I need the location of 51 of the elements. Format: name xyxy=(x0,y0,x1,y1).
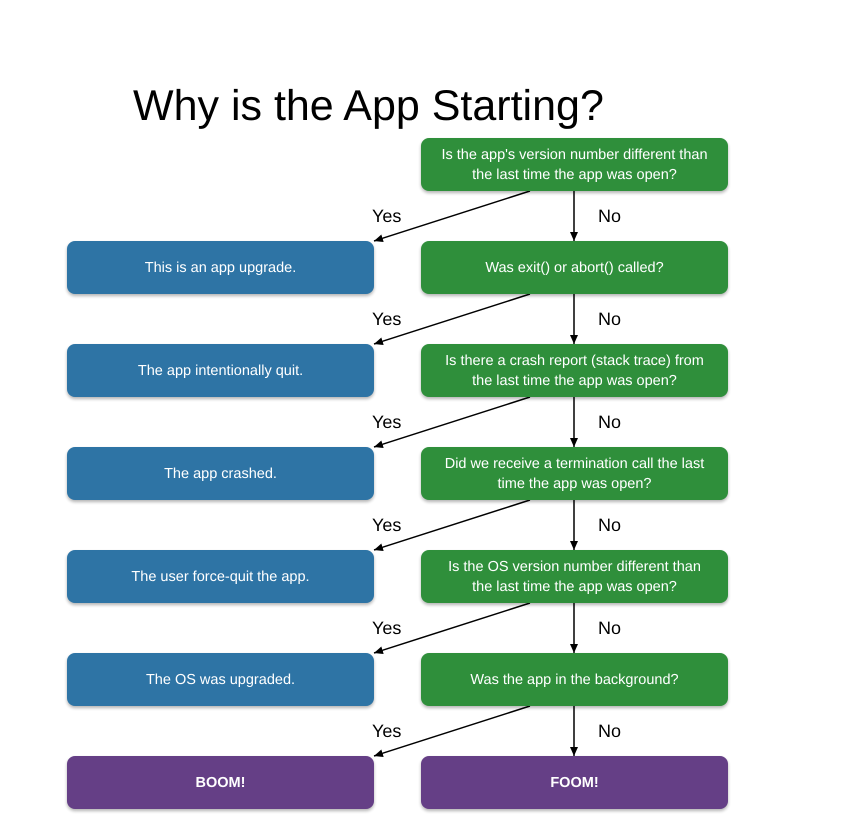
edge-label: No xyxy=(598,720,622,742)
edge-label: Yes xyxy=(372,411,402,433)
decision-box xyxy=(421,447,728,500)
arrow xyxy=(374,705,530,758)
box-text: Is the app's version number different than the last time the app was open? xyxy=(441,146,708,184)
result-box xyxy=(67,653,374,706)
result-box xyxy=(67,241,374,294)
result-box xyxy=(67,550,374,603)
box-text: This is an app upgrade. xyxy=(144,258,296,278)
decision-box xyxy=(421,653,728,706)
end-box xyxy=(67,756,374,809)
arrow xyxy=(570,294,578,344)
box-text: The user force-quit the app. xyxy=(131,568,310,586)
edge-label: No xyxy=(598,308,622,330)
box-text: Was the app in the background? xyxy=(470,670,679,690)
box-text: Did we receive a termination call the last time the app was open? xyxy=(444,454,706,494)
box-text: The OS was upgraded. xyxy=(146,670,296,690)
edge-label: Yes xyxy=(372,308,402,330)
edge-label: No xyxy=(598,205,622,227)
edge-label: No xyxy=(598,411,622,433)
result-box xyxy=(67,344,374,397)
decision-box xyxy=(421,344,728,397)
box-text: The app intentionally quit. xyxy=(138,362,304,380)
decision-box xyxy=(421,550,728,603)
edge-label: Yes xyxy=(372,514,402,536)
box-text: FOOM! xyxy=(550,774,599,792)
decision-box xyxy=(421,241,728,294)
arrow xyxy=(374,293,530,346)
arrow xyxy=(570,397,578,447)
arrow xyxy=(570,706,578,756)
arrow xyxy=(570,603,578,653)
edge-label: No xyxy=(598,617,622,639)
edge-label: Yes xyxy=(372,720,402,742)
arrow xyxy=(570,191,578,241)
box-text: Is there a crash report (stack trace) from the last time the app was open? xyxy=(444,352,705,390)
result-box xyxy=(67,447,374,500)
edge-label: No xyxy=(598,514,622,536)
box-text: Is the OS version number different than the last time the app was open? xyxy=(447,558,702,596)
box-text: Was exit() or abort() called? xyxy=(485,258,664,278)
box-text: The app crashed. xyxy=(164,464,277,484)
box-text: BOOM! xyxy=(196,774,246,792)
arrow xyxy=(374,499,530,552)
arrow xyxy=(374,602,530,654)
arrow xyxy=(570,500,578,550)
arrow xyxy=(374,396,530,448)
arrow xyxy=(374,190,530,242)
decision-box xyxy=(421,138,728,191)
edge-label: Yes xyxy=(372,205,402,227)
title: Why is the App Starting? xyxy=(133,81,604,132)
edge-label: Yes xyxy=(372,617,402,639)
end-box xyxy=(421,756,728,809)
